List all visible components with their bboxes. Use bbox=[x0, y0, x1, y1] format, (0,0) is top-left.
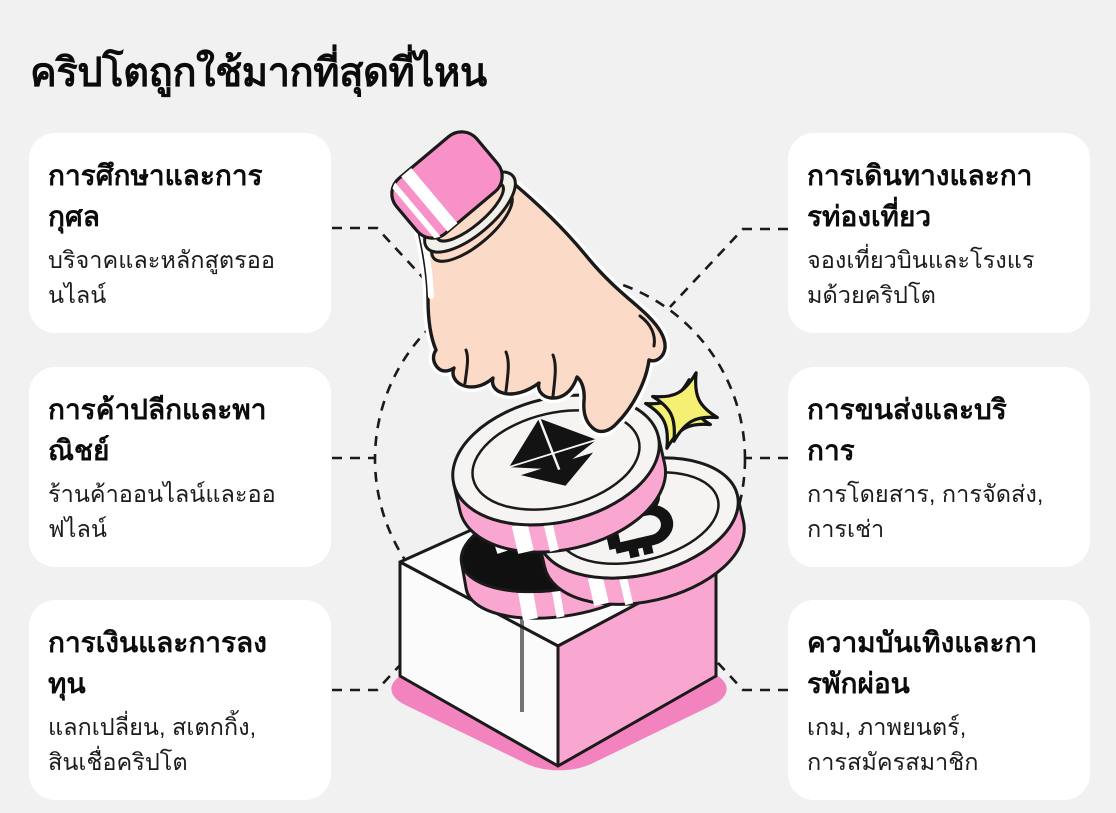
card-title: ความบันเทิงและกา รพักผ่อน bbox=[807, 627, 1038, 699]
card-title: การศึกษาและการ กุศล bbox=[48, 160, 263, 232]
card-title: การขนส่งและบริ การ bbox=[807, 394, 1007, 466]
card-retail-commerce: การค้าปลีกและพา ณิชย์ ร้านค้าออนไลน์และอ… bbox=[29, 367, 331, 568]
card-body: เกม, ภาพยนตร์, การสมัครสมาชิก bbox=[807, 713, 979, 775]
page-title: คริปโตถูกใช้มากที่สุดที่ไหน bbox=[30, 50, 487, 95]
card-entertainment-leisure: ความบันเทิงและกา รพักผ่อน เกม, ภาพยนตร์,… bbox=[788, 600, 1090, 801]
card-travel-tourism: การเดินทางและกา รท่องเที่ยว จองเที่ยวบิน… bbox=[788, 133, 1090, 334]
card-education-charity: การศึกษาและการ กุศล บริจาคและหลักสูตรออ … bbox=[29, 133, 331, 334]
card-body: แลกเปลี่ยน, สเตกกิ้ง, สินเชื่อคริปโต bbox=[48, 713, 257, 775]
card-transport-services: การขนส่งและบริ การ การโดยสาร, การจัดส่ง,… bbox=[788, 367, 1090, 568]
card-title: การเงินและการลง ทุน bbox=[48, 627, 267, 699]
connector-line-top-right bbox=[669, 227, 788, 308]
card-title: การเดินทางและกา รท่องเที่ยว bbox=[807, 160, 1033, 232]
ethereum-symbol-icon bbox=[508, 417, 600, 489]
card-body: บริจาคและหลักสูตรออ นไลน์ bbox=[48, 246, 275, 308]
sparkle-icon bbox=[644, 371, 719, 450]
sleeve-cuff-icon bbox=[388, 130, 504, 243]
card-body: ร้านค้าออนไลน์และออ ฟไลน์ bbox=[48, 480, 276, 542]
card-body: จองเที่ยวบินและโรงแร มด้วยคริปโต bbox=[807, 246, 1035, 308]
card-body: การโดยสาร, การจัดส่ง, การเช่า bbox=[807, 480, 1044, 542]
card-title: การค้าปลีกและพา ณิชย์ bbox=[48, 394, 267, 466]
card-finance-investment: การเงินและการลง ทุน แลกเปลี่ยน, สเตกกิ้ง… bbox=[29, 600, 331, 801]
